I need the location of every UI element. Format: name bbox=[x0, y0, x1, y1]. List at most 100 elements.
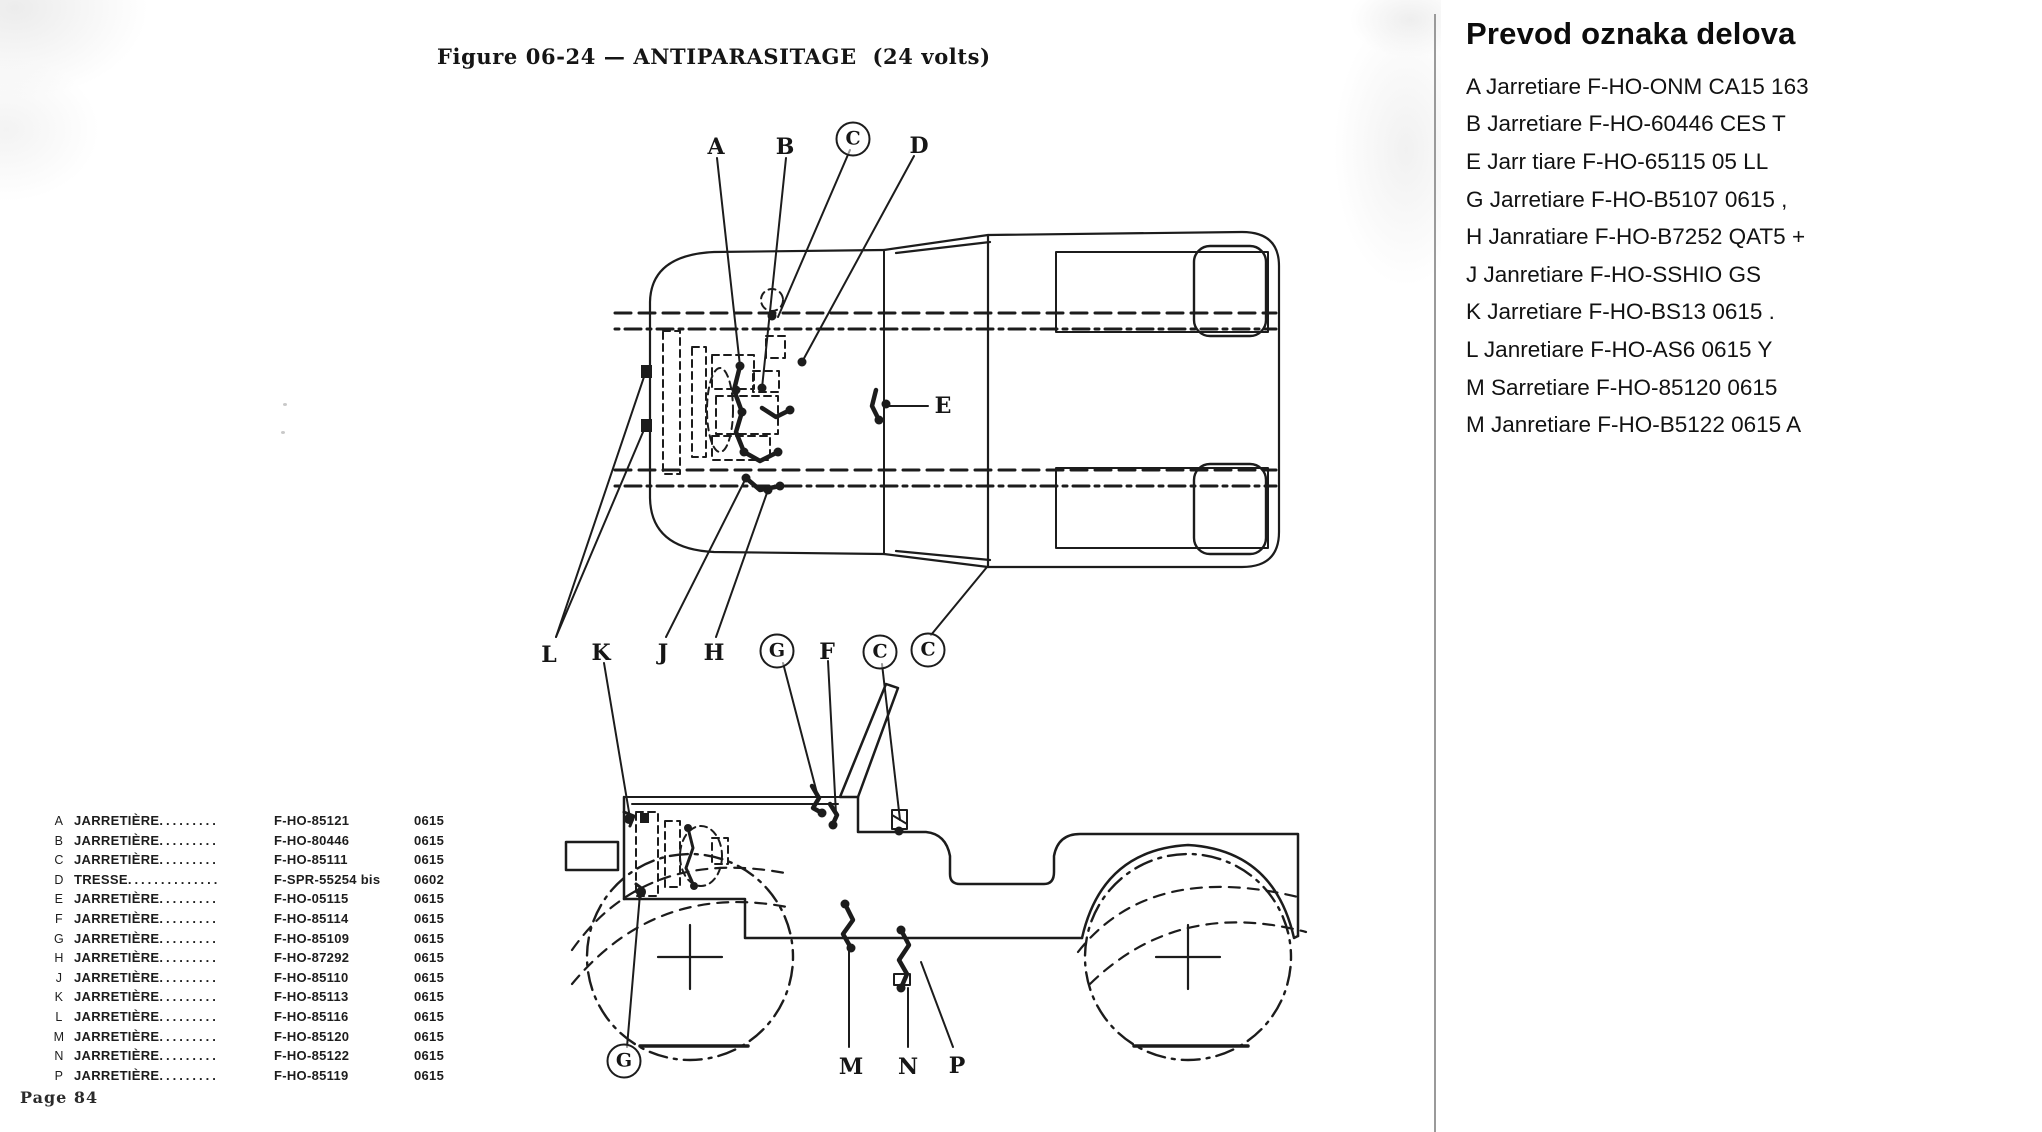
top-view-harness-terminals bbox=[731, 311, 891, 495]
leader-dots: ......... bbox=[159, 852, 219, 868]
list-item: L Janretiare F-HO-AS6 0615 Y bbox=[1466, 336, 1773, 362]
leader-dots: ......... bbox=[159, 930, 219, 946]
part-code: 0615 bbox=[414, 852, 445, 868]
callout-c2-circled-label: C bbox=[862, 634, 898, 670]
part-name: JARRETIÈRE bbox=[74, 1008, 160, 1024]
part-number: F-HO-05115 bbox=[274, 891, 349, 907]
part-name: JARRETIÈRE bbox=[74, 1028, 160, 1044]
part-number: F-HO-85119 bbox=[274, 1067, 349, 1083]
table-row: C JARRETIÈRE......... F-HO-85111 0615 bbox=[44, 852, 460, 872]
callout-f-label: F bbox=[819, 639, 835, 665]
callout-e-label: E bbox=[934, 393, 952, 419]
part-ref: J bbox=[55, 970, 63, 985]
callout-h-label: H bbox=[703, 640, 725, 666]
part-code: 0615 bbox=[414, 1067, 445, 1083]
antiparasitage-wiring-diagram bbox=[555, 149, 1308, 1062]
side-view-body bbox=[564, 682, 1300, 940]
callout-b-label: B bbox=[775, 134, 795, 160]
part-number: F-HO-85109 bbox=[274, 930, 350, 946]
part-ref: N bbox=[54, 1049, 64, 1064]
part-ref: G bbox=[53, 931, 65, 946]
part-ref: K bbox=[54, 990, 64, 1005]
list-item: M Sarretiare F-HO-85120 0615 bbox=[1466, 374, 1778, 400]
top-view-engine-outlines bbox=[662, 288, 786, 475]
list-item: J Janretiare F-HO-SSHIO GS bbox=[1466, 261, 1762, 287]
leader-dots: ......... bbox=[159, 910, 219, 926]
part-number: F-HO-87292 bbox=[274, 950, 350, 966]
part-number: F-HO-85113 bbox=[274, 989, 349, 1005]
part-name: JARRETIÈRE bbox=[74, 891, 160, 907]
part-name: JARRETIÈRE bbox=[74, 852, 160, 868]
page-number-label: Page 84 bbox=[20, 1088, 99, 1107]
part-name: JARRETIÈRE bbox=[74, 969, 160, 985]
part-name: JARRETIÈRE bbox=[74, 950, 160, 966]
part-name: TRESSE bbox=[74, 871, 128, 887]
part-number: F-HO-85111 bbox=[274, 852, 348, 868]
side-view-wheels bbox=[585, 852, 1293, 1062]
list-item: M Janretiare F-HO-B5122 0615 A bbox=[1466, 412, 1802, 438]
side-view-part-terminals bbox=[624, 808, 906, 993]
part-code: 0615 bbox=[414, 1048, 445, 1064]
part-name: JARRETIÈRE bbox=[74, 910, 160, 926]
leader-dots: ......... bbox=[159, 989, 219, 1005]
leader-dots: ......... bbox=[159, 813, 219, 828]
part-ref: A bbox=[54, 814, 64, 828]
part-ref: M bbox=[53, 1029, 65, 1044]
translation-list: A Jarretiare F-HO-ONM CA15 163 B Jarreti… bbox=[1466, 68, 2022, 444]
part-ref: C bbox=[54, 853, 64, 868]
part-number: F-SPR-55254 bis bbox=[274, 871, 381, 887]
part-ref: F bbox=[55, 911, 63, 926]
part-name: JARRETIÈRE bbox=[74, 832, 160, 848]
table-row: M JARRETIÈRE......... F-HO-85120 0615 bbox=[44, 1029, 460, 1049]
table-row: J JARRETIÈRE......... F-HO-85110 0615 bbox=[44, 970, 460, 990]
part-code: 0615 bbox=[414, 910, 445, 926]
scanned-manual-page: Figure 06-24 — ANTIPARASITAGE (24 volts) bbox=[0, 0, 1441, 1132]
part-name: JARRETIÈRE bbox=[74, 1067, 160, 1083]
part-code: 0615 bbox=[414, 891, 445, 907]
part-name: JARRETIÈRE bbox=[74, 813, 160, 828]
callout-c3-circled-label: C bbox=[910, 632, 946, 668]
top-view-frame-rails bbox=[613, 311, 1278, 488]
callout-k-label: K bbox=[591, 640, 611, 666]
panel-divider bbox=[1434, 14, 1436, 1132]
part-code: 0615 bbox=[414, 989, 445, 1005]
part-name: JARRETIÈRE bbox=[74, 930, 160, 946]
callout-m-label: M bbox=[838, 1054, 864, 1080]
list-item: H Janratiare F-HO-B7252 QAT5 + bbox=[1466, 224, 1806, 250]
callout-c-circled-label: C bbox=[835, 121, 871, 157]
part-number: F-HO-80446 bbox=[274, 832, 350, 848]
callout-a-label: A bbox=[707, 134, 725, 160]
part-ref: H bbox=[54, 951, 64, 966]
leader-dots: ......... bbox=[159, 1067, 219, 1083]
list-item: E Jarr tiare F-HO-65115 05 LL bbox=[1466, 148, 1769, 174]
leader-dots: ......... bbox=[159, 969, 219, 985]
part-number: F-HO-85116 bbox=[274, 1008, 349, 1024]
figure-title: Figure 06-24 — ANTIPARASITAGE (24 volts) bbox=[437, 44, 991, 69]
callout-leader-lines bbox=[555, 149, 988, 1048]
leader-dots: ......... bbox=[159, 1008, 219, 1024]
list-item: K Jarretiare F-HO-BS13 0615 . bbox=[1466, 299, 1775, 325]
part-number: F-HO-85121 bbox=[274, 813, 350, 828]
leader-dots: .............. bbox=[127, 871, 221, 887]
scan-speck bbox=[281, 431, 285, 434]
part-number: F-HO-85120 bbox=[274, 1028, 350, 1044]
part-code: 0615 bbox=[414, 1028, 445, 1044]
callout-j-label: J bbox=[657, 640, 669, 666]
part-ref: P bbox=[54, 1068, 64, 1083]
part-number: F-HO-85122 bbox=[274, 1048, 350, 1064]
leader-dots: ......... bbox=[159, 1028, 219, 1044]
side-view-fender-dashed-arcs bbox=[570, 866, 1308, 986]
part-code: 0615 bbox=[414, 832, 445, 848]
callout-g-circled-label: G bbox=[759, 633, 795, 669]
part-number: F-HO-85110 bbox=[274, 969, 349, 985]
part-code: 0615 bbox=[414, 969, 445, 985]
leader-dots: ......... bbox=[159, 950, 219, 966]
translation-panel: Prevod oznaka delova A Jarretiare F-HO-O… bbox=[1466, 0, 2022, 444]
